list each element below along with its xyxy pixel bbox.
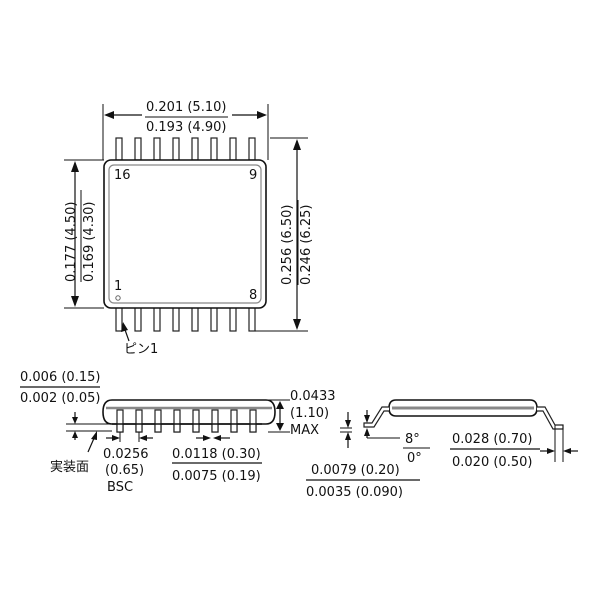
svg-text:ピン1: ピン1	[124, 342, 158, 357]
svg-text:0.177 (4.50): 0.177 (4.50)	[64, 202, 79, 282]
pin-label-16: 16	[114, 168, 131, 183]
svg-text:0.020 (0.50): 0.020 (0.50)	[452, 455, 532, 470]
width-dimension: 0.201 (5.10) 0.193 (4.90)	[102, 100, 269, 160]
svg-text:0.193 (4.90): 0.193 (4.90)	[146, 120, 226, 135]
pitch-dimension: 0.0256 (0.65) BSC	[103, 432, 153, 495]
svg-text:0.0075 (0.19): 0.0075 (0.19)	[172, 469, 261, 484]
bottom-pins	[115, 306, 256, 332]
svg-text:(1.10): (1.10)	[290, 406, 329, 421]
lead-thickness-dimension: 0.0079 (0.20) 0.0035 (0.090)	[306, 410, 420, 500]
left-lead	[363, 406, 389, 428]
svg-text:0.256 (6.50): 0.256 (6.50)	[280, 205, 295, 285]
pin1-dot	[115, 295, 121, 301]
pin1-callout: ピン1	[121, 322, 158, 357]
standoff-dimension: 0.006 (0.15) 0.002 (0.05) 実装面	[20, 370, 112, 475]
package-body	[103, 159, 267, 309]
top-pins	[115, 137, 256, 161]
svg-text:0.002 (0.05): 0.002 (0.05)	[20, 391, 100, 406]
package-height-dimension: 0.0433 (1.10) MAX	[268, 389, 336, 438]
end-view: 0.0079 (0.20) 0.0035 (0.090) 8° 0° 0.028…	[306, 399, 578, 500]
svg-text:0.0079 (0.20): 0.0079 (0.20)	[311, 463, 400, 478]
right-lead	[537, 406, 564, 430]
side-body	[102, 399, 276, 425]
svg-text:0.0256: 0.0256	[103, 447, 149, 462]
foot-length-dimension: 0.028 (0.70) 0.020 (0.50)	[450, 425, 578, 470]
top-view: 16 9 1 8 0.201 (5.10) 0.193 (4.90) 0.177…	[64, 100, 314, 357]
svg-text:0.169 (4.30): 0.169 (4.30)	[82, 202, 97, 282]
svg-text:0.201 (5.10): 0.201 (5.10)	[146, 100, 226, 115]
seating-plane-label: 実装面	[50, 459, 89, 475]
svg-text:MAX: MAX	[290, 423, 319, 438]
body-height-dimension: 0.177 (4.50) 0.169 (4.30)	[64, 159, 104, 309]
svg-text:8°: 8°	[405, 432, 420, 447]
svg-text:0.246 (6.25): 0.246 (6.25)	[299, 205, 314, 285]
svg-text:0.0118 (0.30): 0.0118 (0.30)	[172, 447, 261, 462]
pin-label-9: 9	[249, 168, 257, 183]
svg-text:0.028 (0.70): 0.028 (0.70)	[452, 432, 532, 447]
svg-text:0.0035 (0.090): 0.0035 (0.090)	[306, 485, 403, 500]
pin-label-1: 1	[114, 279, 122, 294]
overall-height-dimension: 0.256 (6.50) 0.246 (6.25)	[255, 137, 314, 332]
lead-width-dimension: 0.0118 (0.30) 0.0075 (0.19)	[172, 435, 262, 484]
svg-text:0°: 0°	[407, 451, 422, 466]
svg-text:0.0433: 0.0433	[290, 389, 336, 404]
pin-label-8: 8	[249, 288, 257, 303]
lead-angle-dimension: 8° 0°	[403, 432, 430, 466]
svg-text:(0.65): (0.65)	[105, 463, 144, 478]
svg-text:0.006 (0.15): 0.006 (0.15)	[20, 370, 100, 385]
svg-text:BSC: BSC	[107, 480, 133, 495]
side-view: 0.006 (0.15) 0.002 (0.05) 実装面 0.0256 (0.…	[20, 370, 336, 495]
